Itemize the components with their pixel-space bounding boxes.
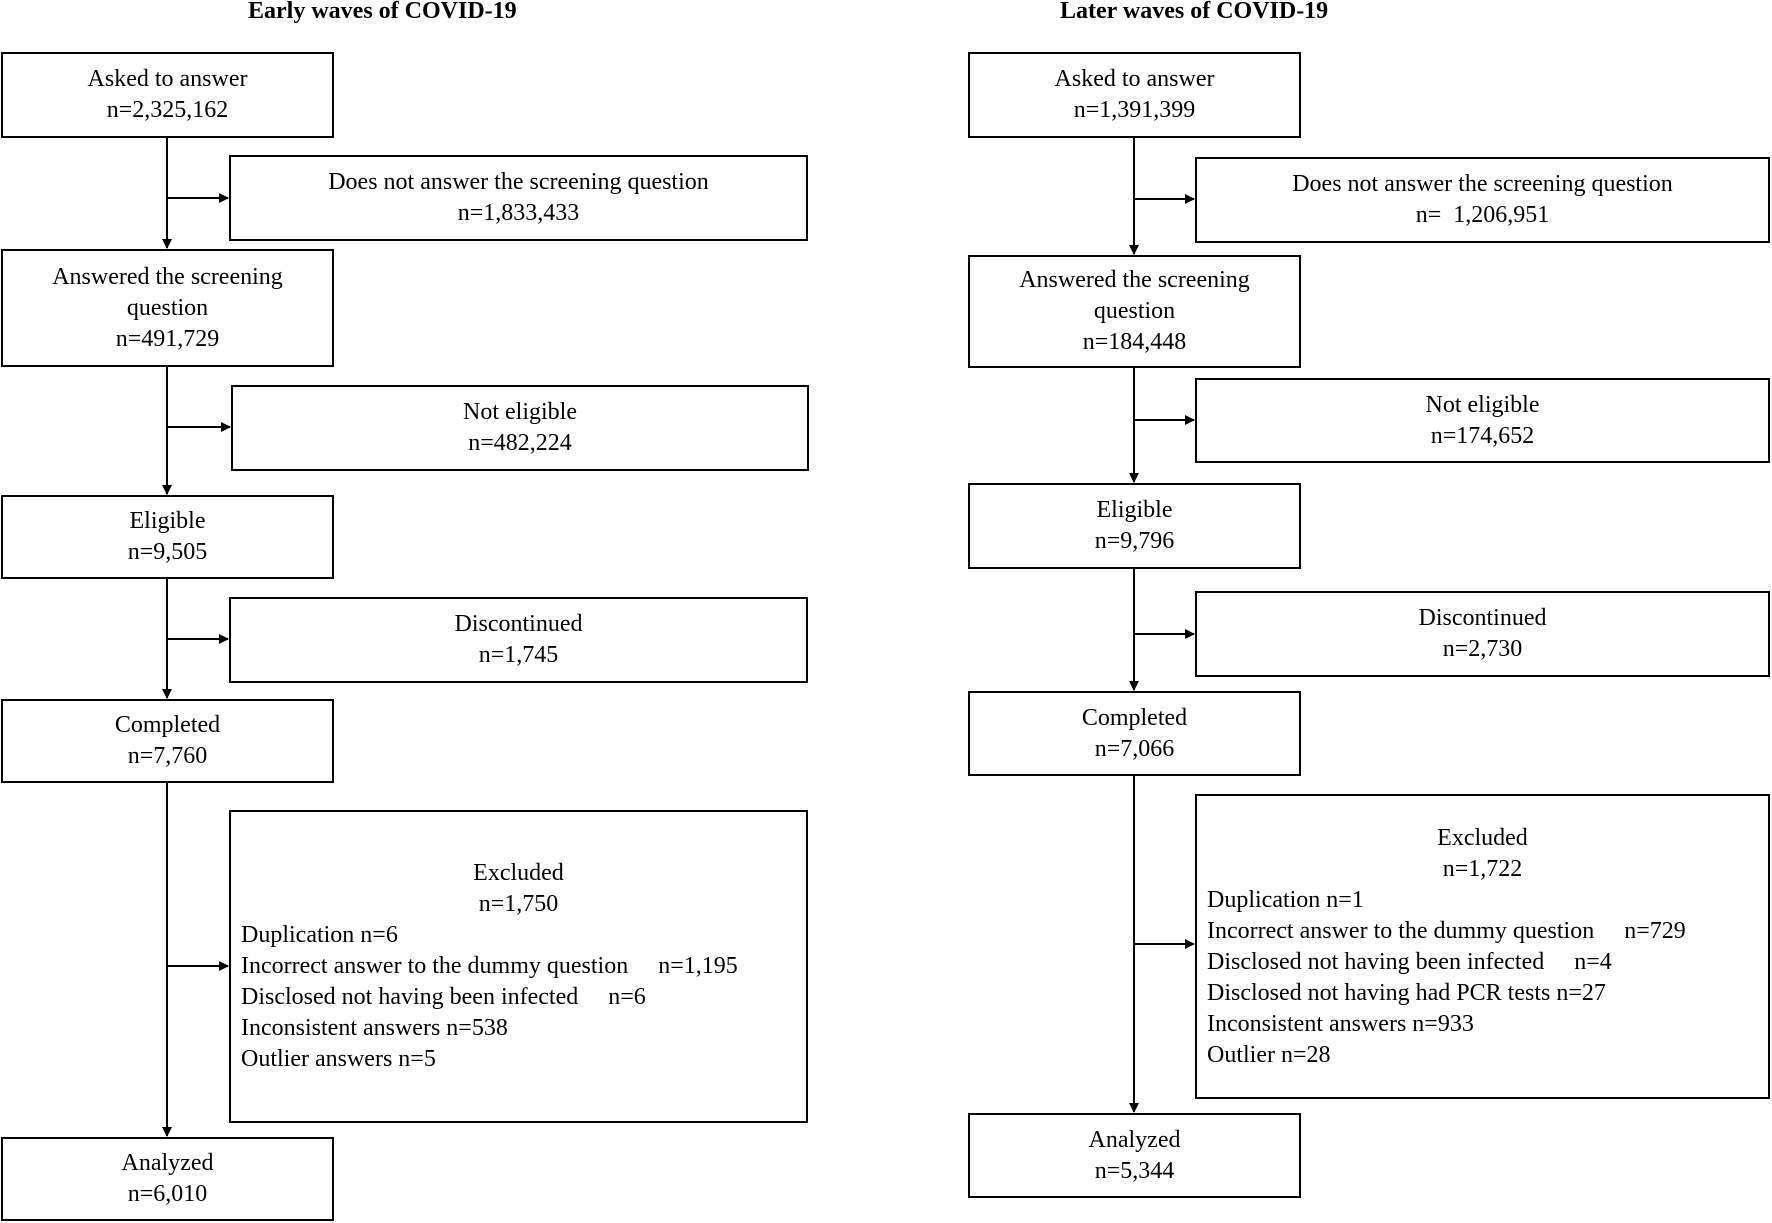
early-not-eligible-count: n=482,224 xyxy=(468,430,572,456)
early-discontinued-count: n=1,745 xyxy=(478,642,559,668)
later-discontinued-label: Discontinued xyxy=(1418,605,1547,631)
early-asked-count: n=2,325,162 xyxy=(106,97,229,123)
early-eligible-count: n=9,505 xyxy=(127,539,208,565)
early-excluded-reasons: Duplication n=6 Incorrect answer to the … xyxy=(231,920,806,1075)
early-discontinued-label: Discontinued xyxy=(454,611,583,637)
early-eligible-box: Eligible n=9,505 xyxy=(1,495,334,579)
later-not-eligible-count: n=174,652 xyxy=(1430,422,1535,449)
early-analyzed-label: Analyzed xyxy=(121,1150,214,1176)
early-answered-label-line1: Answered the screening xyxy=(52,263,283,290)
early-answered-count: n=491,729 xyxy=(115,325,220,352)
later-discontinued-count: n=2,730 xyxy=(1442,636,1523,662)
early-asked-box: Asked to answer n=2,325,162 xyxy=(1,52,334,138)
early-discontinued-box: Discontinued n=1,745 xyxy=(229,597,808,683)
early-analyzed-box: Analyzed n=6,010 xyxy=(1,1137,334,1221)
later-not-eligible-label: Not eligible xyxy=(1425,391,1540,418)
later-eligible-count: n=9,796 xyxy=(1094,528,1175,554)
later-excluded-no-pcr: Disclosed not having had PCR tests n=27 xyxy=(1207,979,1606,1006)
early-no-answer-label: Does not answer the screening question xyxy=(328,169,709,195)
later-asked-label: Asked to answer xyxy=(1054,66,1215,92)
early-answered-box: Answered the screening question n=491,72… xyxy=(1,249,334,367)
early-not-eligible-box: Not eligible n=482,224 xyxy=(231,385,809,471)
later-answered-box: Answered the screening question n=184,44… xyxy=(968,255,1301,368)
early-waves-title: Early waves of COVID-19 xyxy=(248,0,517,24)
early-completed-label: Completed xyxy=(114,712,221,738)
early-excluded-box: Excluded n=1,750 Duplication n=6 Incorre… xyxy=(229,810,808,1123)
later-excluded-box: Excluded n=1,722 Duplication n=1 Incorre… xyxy=(1195,794,1770,1099)
later-eligible-label: Eligible xyxy=(1096,497,1173,523)
later-analyzed-label: Analyzed xyxy=(1088,1126,1181,1153)
early-no-answer-count: n=1,833,433 xyxy=(457,200,580,226)
early-not-eligible-label: Not eligible xyxy=(463,399,577,425)
later-no-answer-box: Does not answer the screening question n… xyxy=(1195,157,1770,243)
later-answered-label-line2: question xyxy=(1093,298,1176,324)
later-excluded-label: Excluded xyxy=(1437,824,1528,851)
early-asked-label: Asked to answer xyxy=(87,66,248,92)
later-completed-box: Completed n=7,066 xyxy=(968,691,1301,776)
later-answered-label-line1: Answered the screening xyxy=(1019,267,1250,293)
early-completed-box: Completed n=7,760 xyxy=(1,699,334,783)
later-analyzed-box: Analyzed n=5,344 xyxy=(968,1113,1301,1198)
later-excluded-count: n=1,722 xyxy=(1442,855,1523,882)
later-excluded-outlier: Outlier n=28 xyxy=(1207,1041,1331,1068)
early-eligible-label: Eligible xyxy=(129,508,206,534)
later-excluded-dummy-question: Incorrect answer to the dummy question n… xyxy=(1207,917,1686,944)
early-excluded-count: n=1,750 xyxy=(478,891,559,917)
early-excluded-inconsistent: Inconsistent answers n=538 xyxy=(241,1015,508,1041)
early-completed-count: n=7,760 xyxy=(127,743,208,769)
early-excluded-not-infected: Disclosed not having been infected n=6 xyxy=(241,984,646,1010)
later-excluded-duplication: Duplication n=1 xyxy=(1207,886,1364,913)
early-excluded-label: Excluded xyxy=(473,860,564,886)
early-analyzed-count: n=6,010 xyxy=(127,1181,208,1207)
early-excluded-duplication: Duplication n=6 xyxy=(241,922,398,948)
later-completed-count: n=7,066 xyxy=(1094,735,1175,762)
early-answered-label-line2: question xyxy=(126,294,209,321)
early-excluded-dummy-question: Incorrect answer to the dummy question n… xyxy=(241,953,738,979)
later-analyzed-count: n=5,344 xyxy=(1094,1157,1175,1184)
later-asked-count: n=1,391,399 xyxy=(1073,97,1196,123)
later-excluded-inconsistent: Inconsistent answers n=933 xyxy=(1207,1010,1474,1037)
later-asked-box: Asked to answer n=1,391,399 xyxy=(968,52,1301,138)
later-waves-title: Later waves of COVID-19 xyxy=(1060,0,1329,24)
later-eligible-box: Eligible n=9,796 xyxy=(968,483,1301,569)
later-excluded-reasons: Duplication n=1 Incorrect answer to the … xyxy=(1197,885,1768,1071)
early-excluded-outlier: Outlier answers n=5 xyxy=(241,1046,436,1072)
later-no-answer-label: Does not answer the screening question xyxy=(1292,171,1673,197)
later-discontinued-box: Discontinued n=2,730 xyxy=(1195,591,1770,677)
later-no-answer-count: n= 1,206,951 xyxy=(1415,202,1550,228)
later-not-eligible-box: Not eligible n=174,652 xyxy=(1195,378,1770,463)
later-completed-label: Completed xyxy=(1081,704,1188,731)
early-no-answer-box: Does not answer the screening question n… xyxy=(229,155,808,241)
later-answered-count: n=184,448 xyxy=(1082,329,1187,355)
later-excluded-not-infected: Disclosed not having been infected n=4 xyxy=(1207,948,1612,975)
